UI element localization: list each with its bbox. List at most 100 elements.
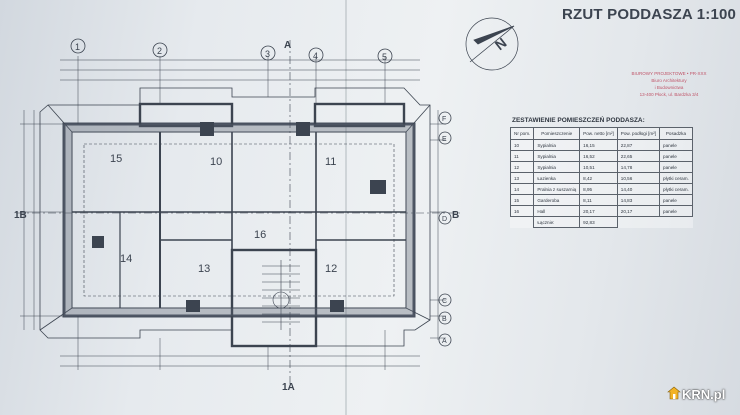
room-number-13: 13	[198, 263, 210, 275]
house-icon	[667, 386, 681, 400]
cell-floor-area: 20,17	[616, 205, 661, 217]
table-row: 12 Sypialnia 10,51 14,78 panele	[509, 161, 693, 173]
room-number-16: 16	[254, 229, 266, 241]
table-row: 10 Sypialnia 16,15 22,87 panele	[509, 139, 693, 151]
section-mark-b-left: 1B	[14, 210, 27, 221]
north-arrow-head	[473, 25, 515, 45]
cell-flooring: płytki ceram.	[659, 183, 693, 195]
interior-wall-outline	[71, 131, 407, 309]
axis-circle-5	[377, 48, 393, 64]
axis-circle-4	[308, 47, 324, 63]
hip-line-2	[405, 104, 431, 133]
stamp-line: 13-400 Płock, ul. Bardzka 3/4	[639, 92, 699, 97]
roof-outline	[39, 87, 431, 347]
knee-wall-line	[83, 143, 395, 297]
room-number-10: 10	[210, 156, 222, 168]
axis-circle-C	[438, 293, 452, 307]
section-mark-b-right: B	[452, 210, 459, 221]
total-label: Łącznie:	[533, 216, 581, 228]
cell-room-number: 14	[509, 183, 535, 195]
cell-net-area: 10,51	[579, 161, 618, 173]
cell-flooring: panele	[659, 161, 693, 173]
room-schedule-table: Nr pom. Pomieszczenie Pow. netto [m²] Po…	[509, 127, 693, 228]
north-label: N	[492, 34, 510, 53]
cell-room-number: 13	[509, 172, 535, 184]
cell-net-area: 8,95	[579, 183, 618, 195]
axis-label-D: D	[442, 216, 447, 223]
cell-room-number: 11	[509, 150, 535, 162]
paper-fold	[345, 0, 347, 415]
cell-flooring: panele	[659, 205, 693, 217]
axis-circle-D	[438, 211, 452, 225]
cell-room-name: Hall	[533, 205, 581, 217]
stamp-line: Biuro Architektury	[651, 78, 687, 83]
north-arrow-line	[469, 25, 515, 63]
designer-stamp: BIUROWY PROJEKTOWE • PR-XXX Biuro Archit…	[614, 70, 724, 98]
table-header: Pomieszczenie	[533, 127, 581, 140]
top-bay-left	[138, 102, 234, 128]
axis-circle-B	[438, 311, 452, 325]
axis-label-3: 3	[265, 49, 270, 59]
cell-room-name: Pralnia z suszarnią	[533, 183, 581, 195]
dimension-lines-left	[20, 110, 64, 330]
table-row: 13 Łazienka 8,42 10,56 płytki ceram.	[509, 172, 693, 184]
axis-label-E: E	[442, 136, 447, 143]
table-row: 14 Pralnia z suszarnią 8,95 14,40 płytki…	[509, 183, 693, 195]
cell-flooring: płytki ceram.	[659, 172, 693, 184]
room-number-12: 12	[325, 263, 337, 275]
dimension-lines-right	[430, 110, 446, 340]
table-header: Pow. podłogi [m²]	[616, 127, 661, 140]
axis-circle-A	[438, 333, 452, 347]
cell-floor-area: 10,56	[616, 172, 661, 184]
page-title: RZUT PODDASZA 1:100	[562, 6, 737, 23]
table-header: Nr pom.	[509, 127, 535, 140]
cell-net-area: 8,42	[579, 172, 618, 184]
cell-net-area: 20,17	[579, 205, 618, 217]
table-row: 16 Hall 20,17 20,17 panele	[509, 205, 693, 217]
table-row: 11 Sypialnia 16,52 22,65 panele	[509, 150, 693, 162]
table-total-row: Łącznie: 92,83	[511, 216, 693, 228]
room-number-11: 11	[325, 156, 336, 168]
room-table-title: ZESTAWIENIE POMIESZCZEŃ PODDASZA:	[512, 117, 645, 124]
watermark-logo[interactable]: KRN.pl	[682, 387, 726, 402]
stamp-line: BIUROWY PROJEKTOWE • PR-XXX	[631, 71, 707, 76]
section-mark-a-top: A	[284, 40, 291, 51]
staircase	[262, 260, 300, 330]
axis-label-A: A	[442, 338, 447, 345]
dimension-lines-top	[60, 56, 420, 124]
section-mark-a-bottom: 1A	[282, 382, 295, 393]
cell-flooring: panele	[659, 139, 693, 151]
table-header-row: Nr pom. Pomieszczenie Pow. netto [m²] Po…	[509, 127, 693, 140]
cell-room-name: Sypialnia	[533, 150, 581, 162]
cell-floor-area: 14,78	[616, 161, 661, 173]
axis-circle-1	[70, 38, 86, 54]
exterior-wall	[62, 122, 416, 318]
cell-floor-area: 22,65	[616, 150, 661, 162]
axis-label-2: 2	[157, 46, 162, 56]
cell-room-number: 16	[509, 205, 535, 217]
axis-circle-F	[438, 111, 452, 125]
cell-floor-area: 14,40	[616, 183, 661, 195]
table-header: Posadzka	[659, 127, 693, 140]
axis-label-B: B	[442, 316, 447, 323]
axis-label-C: C	[442, 298, 447, 305]
cell-net-area: 16,15	[579, 139, 618, 151]
cell-flooring: panele	[659, 194, 693, 206]
north-arrow-circle	[465, 17, 519, 71]
axis-label-1: 1	[75, 42, 80, 52]
axis-circle-2	[152, 42, 168, 58]
axis-label-5: 5	[382, 52, 387, 62]
table-header: Pow. netto [m²]	[579, 127, 618, 140]
cell-room-number: 12	[509, 161, 535, 173]
columns	[92, 122, 386, 312]
hip-line-3	[39, 307, 73, 331]
hip-line-4	[405, 307, 431, 321]
room-number-15: 15	[110, 153, 122, 165]
top-bay-right	[313, 102, 406, 128]
cell-floor-area: 22,87	[616, 139, 661, 151]
cell-room-name: Sypialnia	[533, 139, 581, 151]
axis-label-F: F	[442, 116, 446, 123]
cell-net-area: 8,11	[579, 194, 618, 206]
hip-line-1	[47, 104, 73, 133]
